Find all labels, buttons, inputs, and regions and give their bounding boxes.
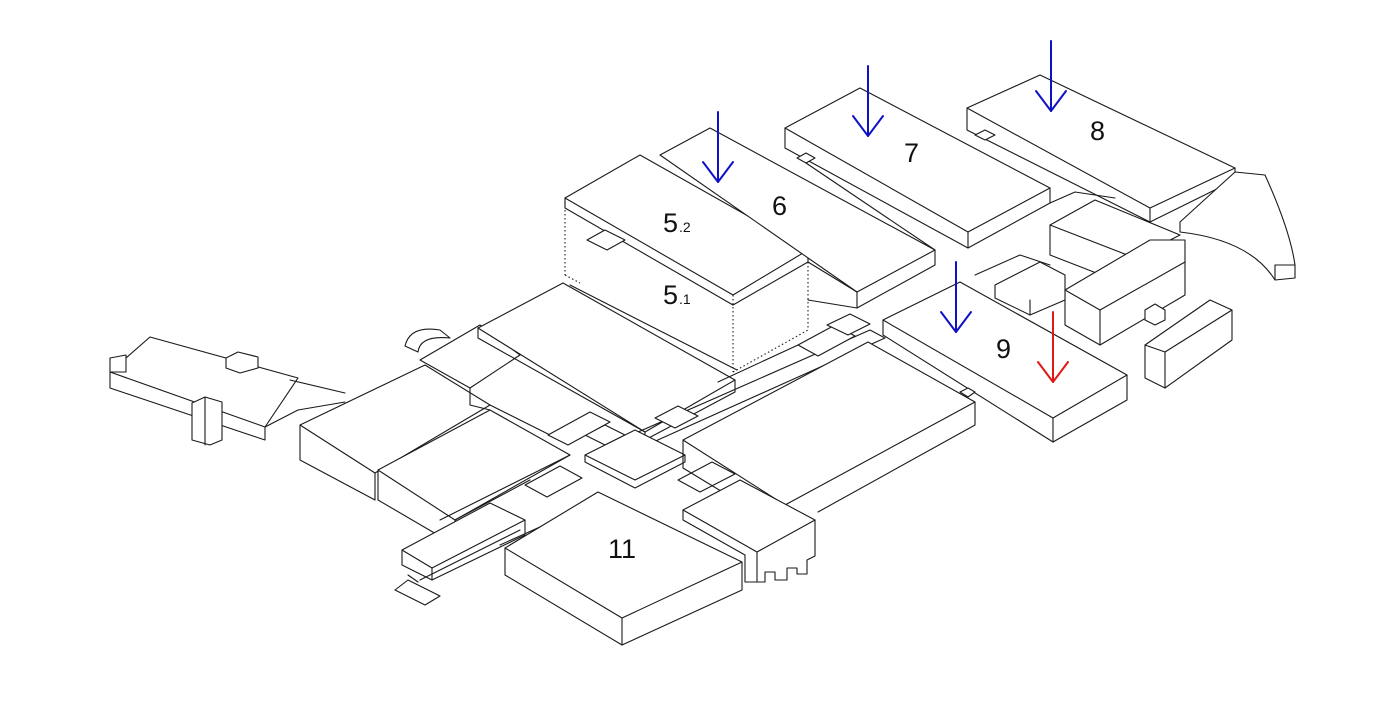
block-11	[504, 491, 743, 646]
label-5-2-sub: .2	[679, 219, 691, 235]
label-9: 9	[996, 334, 1011, 364]
label-8: 8	[1090, 116, 1105, 146]
right-service-cluster	[974, 199, 1186, 346]
arrow-down-red-9	[1037, 311, 1069, 383]
block-8	[966, 74, 1236, 223]
arrow-down-blue-6	[702, 111, 734, 183]
arrow-down-blue-8	[1035, 40, 1067, 112]
label-5-1-main: 5	[663, 280, 678, 310]
curved-ramp	[1179, 171, 1296, 281]
central-corridors	[419, 313, 886, 581]
block-5-2	[564, 154, 809, 373]
arrow-down-blue-9	[940, 261, 972, 333]
label-6: 6	[772, 191, 787, 221]
label-5-1-sub: .1	[679, 291, 691, 307]
small-right-block	[1144, 299, 1233, 389]
central-cross	[524, 405, 736, 498]
label-5-2-main: 5	[663, 208, 678, 238]
building-labels: 5 .2 5 .1 6 7 8 9 11	[608, 116, 1105, 564]
label-11: 11	[608, 534, 636, 564]
arrow-down-blue-7	[852, 65, 884, 137]
left-wing-blocks	[299, 324, 571, 546]
left-annex	[109, 336, 346, 446]
entry-canopy	[394, 502, 526, 606]
notched-block	[682, 479, 816, 583]
arrows	[702, 40, 1069, 383]
label-7: 7	[904, 138, 919, 168]
